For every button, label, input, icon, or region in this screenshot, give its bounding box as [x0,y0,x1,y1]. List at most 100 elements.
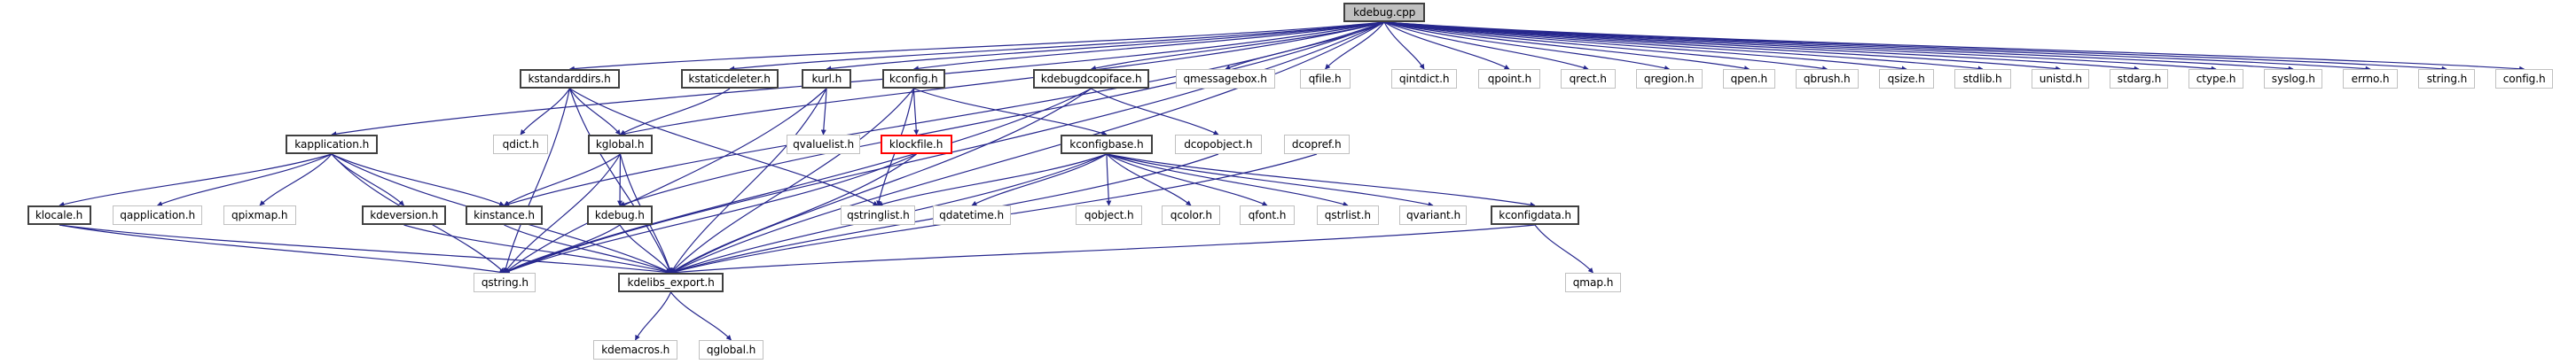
graph-node-label: kdebugdcopiface.h [1040,71,1142,85]
graph-node-qintdict[interactable]: qintdict.h [1391,69,1457,89]
graph-node-qobject[interactable]: qobject.h [1076,205,1142,225]
graph-edge-kdebug-cpp-to-unistd [1383,21,2062,72]
graph-node-label: kconfigbase.h [1069,136,1144,151]
graph-node-kdeversion[interactable]: kdeversion.h [362,205,446,225]
graph-edge-kconfigbase-to-qcolor [1106,153,1192,206]
graph-edge-kdebug-cpp-to-qrect [1383,21,1589,71]
graph-node-kglobal[interactable]: kglobal.h [588,135,653,154]
graph-node-qstrlist[interactable]: qstrlist.h [1317,205,1379,225]
graph-node-kstandarddirs[interactable]: kstandarddirs.h [520,69,620,89]
graph-node-qstring[interactable]: qstring.h [474,273,536,292]
graph-node-qglobal[interactable]: qglobal.h [699,340,763,360]
graph-node-label: qbrush.h [1804,71,1851,85]
graph-node-kconfigbase[interactable]: kconfigbase.h [1061,135,1153,154]
graph-node-label: dcopref.h [1292,136,1342,151]
graph-node-label: kconfigdata.h [1499,207,1571,221]
graph-edge-kdebug-cpp-to-qregion [1383,21,1671,71]
graph-node-kdebugdcopiface[interactable]: kdebugdcopiface.h [1033,69,1149,89]
graph-edge-kdebug-cpp-to-errno [1383,21,2371,72]
graph-edge-kapplication-to-kdeversion [331,153,404,206]
graph-edge-kurl-to-qvaluelist [820,88,827,136]
graph-node-string[interactable]: string.h [2418,69,2475,89]
graph-node-qdict[interactable]: qdict.h [493,135,548,154]
graph-edge-kdebug-cpp-to-qbrush [1383,21,1828,72]
graph-node-qdatetime[interactable]: qdatetime.h [933,205,1011,225]
graph-edge-kconfigbase-to-qdatetime [971,153,1108,206]
graph-edge-kdebugdcopiface-to-kdelibs-export [669,88,1092,274]
graph-edge-kdebug-cpp-to-qintdict [1383,21,1425,70]
graph-node-kstaticdeleter[interactable]: kstaticdeleter.h [681,69,779,89]
graph-node-klocale[interactable]: klocale.h [27,205,91,225]
graph-node-kconfig[interactable]: kconfig.h [882,69,945,89]
graph-node-qmessagebox[interactable]: qmessagebox.h [1176,69,1275,89]
graph-edge-kdebug-h-to-qstring [504,224,621,274]
graph-node-kdelibs-export[interactable]: kdelibs_export.h [618,273,724,292]
graph-node-label: kdelibs_export.h [627,275,715,289]
graph-node-qvariant[interactable]: qvariant.h [1399,205,1467,225]
graph-edge-kconfigbase-to-kconfigdata [1106,153,1536,208]
graph-node-kdemacros[interactable]: kdemacros.h [593,340,677,360]
graph-node-syslog[interactable]: syslog.h [2264,69,2322,89]
graph-edge-kdebug-cpp-to-ctype [1383,21,2217,72]
graph-node-label: qstringlist.h [846,207,910,221]
graph-node-stdlib[interactable]: stdlib.h [1954,69,2011,89]
graph-node-qsize[interactable]: qsize.h [1879,69,1934,89]
graph-node-label: errno.h [2351,71,2390,85]
graph-node-label: kconfig.h [889,71,938,85]
graph-node-label: kstaticdeleter.h [688,71,771,85]
graph-node-dcopobject[interactable]: dcopobject.h [1175,135,1262,154]
graph-node-label: qintdict.h [1398,71,1450,85]
graph-node-errno[interactable]: errno.h [2343,69,2398,89]
graph-node-label: qdatetime.h [939,207,1005,221]
graph-edge-kconfigdata-to-kdelibs-export [669,224,1536,275]
graph-node-kdebug-h[interactable]: kdebug.h [587,205,653,225]
graph-node-qstringlist[interactable]: qstringlist.h [841,205,915,225]
graph-edge-kstandarddirs-to-qstring [503,88,571,274]
graph-edge-kdebug-cpp-to-syslog [1383,21,2294,72]
graph-edge-kdebug-cpp-to-kstandarddirs [568,21,1385,72]
graph-node-config[interactable]: config.h [2495,69,2553,89]
graph-node-qbrush[interactable]: qbrush.h [1796,69,1859,89]
graph-edge-kdebug-cpp-to-config [1383,21,2525,72]
graph-node-klockfile[interactable]: klockfile.h [881,135,952,154]
graph-edge-kdebug-cpp-to-qsize [1383,21,1907,72]
graph-node-qcolor[interactable]: qcolor.h [1162,205,1220,225]
graph-node-kinstance[interactable]: kinstance.h [466,205,543,225]
graph-node-unistd[interactable]: unistd.h [2032,69,2089,89]
graph-node-label: kglobal.h [596,136,645,151]
graph-node-dcopref[interactable]: dcopref.h [1284,135,1350,154]
graph-node-label: qfile.h [1308,71,1343,85]
graph-node-kapplication[interactable]: kapplication.h [286,135,378,154]
graph-edge-kdebug-cpp-to-qmessagebox [1225,21,1385,70]
graph-node-qapplication[interactable]: qapplication.h [113,205,202,225]
graph-node-kconfigdata[interactable]: kconfigdata.h [1491,205,1579,225]
graph-node-qpixmap[interactable]: qpixmap.h [223,205,296,225]
graph-node-qvaluelist[interactable]: qvaluelist.h [787,135,860,154]
graph-node-label: qapplication.h [120,207,195,221]
graph-node-qfile[interactable]: qfile.h [1300,69,1351,89]
graph-node-label: qpixmap.h [231,207,288,221]
graph-node-qrect[interactable]: qrect.h [1561,69,1616,89]
graph-node-ctype[interactable]: ctype.h [2188,69,2243,89]
graph-node-label: klocale.h [35,207,83,221]
graph-node-qregion[interactable]: qregion.h [1636,69,1703,89]
graph-node-qpoint[interactable]: qpoint.h [1478,69,1540,89]
graph-node-label: qmessagebox.h [1183,71,1268,85]
graph-node-stdarg[interactable]: stdarg.h [2110,69,2168,89]
graph-node-kurl[interactable]: kurl.h [802,69,851,89]
graph-node-qpen[interactable]: qpen.h [1723,69,1775,89]
graph-node-label: qmap.h [1572,275,1614,289]
graph-edge-kdebug-cpp-to-kurl [826,21,1385,72]
graph-node-label: qvariant.h [1405,207,1460,221]
graph-edge-kdebug-cpp-to-kinstance [503,21,1385,207]
graph-node-kdebug-cpp[interactable]: kdebug.cpp [1343,3,1425,22]
graph-node-label: qpen.h [1730,71,1768,85]
graph-node-qfont[interactable]: qfont.h [1240,205,1295,225]
graph-node-qmap[interactable]: qmap.h [1565,273,1621,292]
graph-node-label: klockfile.h [889,136,943,151]
graph-edge-kapplication-to-qapplication [156,153,333,206]
graph-node-label: qdict.h [502,136,539,151]
graph-node-label: dcopobject.h [1184,136,1253,151]
graph-node-label: kurl.h [811,71,842,85]
